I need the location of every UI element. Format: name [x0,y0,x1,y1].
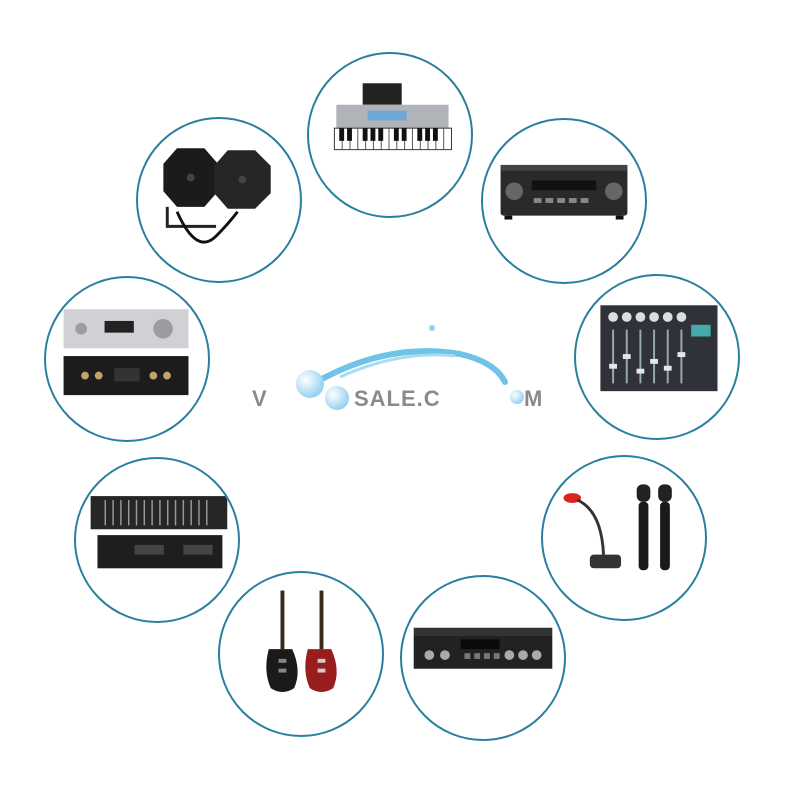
product-av-receiver[interactable] [481,118,647,284]
amplifier-icon [63,309,189,396]
mixer-icon [600,305,718,392]
product-keyboard-synthesizer[interactable] [307,52,473,218]
product-graphic-equalizer[interactable] [74,457,240,623]
logo-letter-m: M [524,386,544,411]
stage-light-icon [163,148,271,244]
product-stage-lights[interactable] [136,117,302,283]
logo-swoosh-icon [296,325,524,410]
product-electric-guitars[interactable] [218,571,384,737]
logo-letter-v: V [252,386,268,411]
product-audio-mixer[interactable] [574,274,740,440]
product-wireless-microphones[interactable] [541,455,707,621]
microphone-icon [563,484,672,571]
guitar-icon [266,590,337,693]
equalizer-icon [90,496,228,569]
voosale-logo: V SALE.C M [250,322,550,422]
logo-word: SALE.C [354,386,441,411]
product-hi-fi-amplifier[interactable] [44,276,210,442]
product-karaoke-processor[interactable] [400,575,566,741]
keyboard-icon [333,83,452,151]
receiver-icon [500,164,628,220]
processor-icon [413,627,553,669]
